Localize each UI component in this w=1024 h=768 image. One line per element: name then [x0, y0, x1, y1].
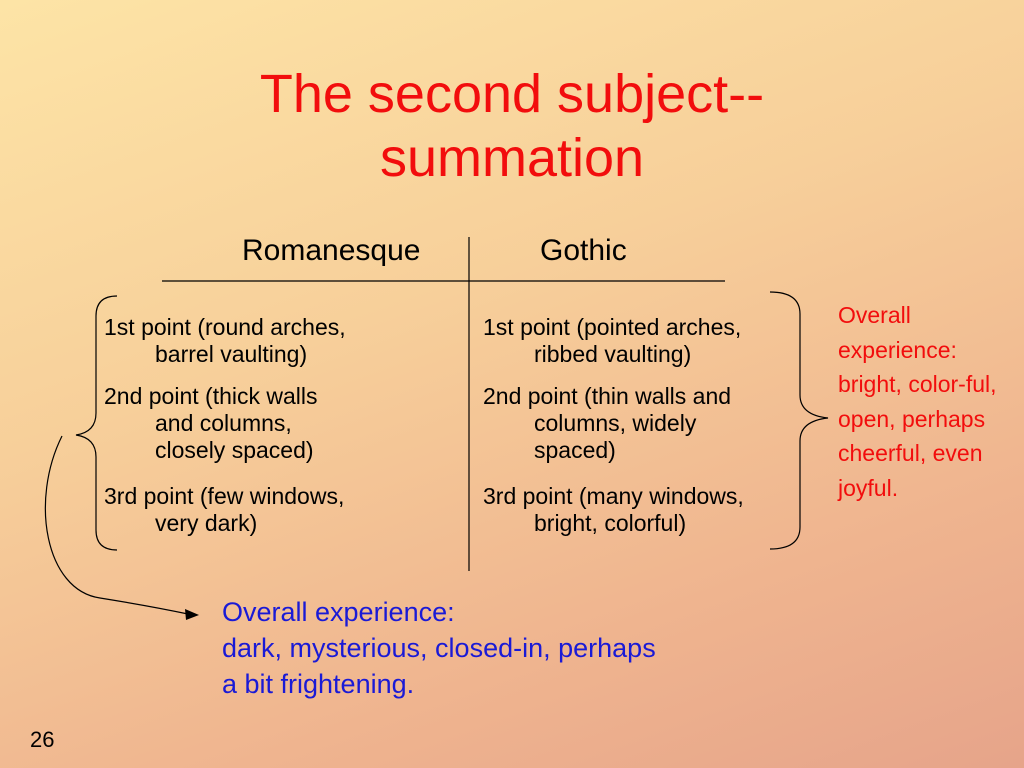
point-line: spaced): [534, 437, 616, 463]
point-line: 1st point (round arches,: [104, 314, 346, 340]
left-brace: [75, 295, 118, 551]
slide-title: The second subject-- summation: [0, 62, 1024, 190]
gothic-point-2: 2nd point (thin walls and columns, widel…: [483, 383, 731, 464]
connector-arrowhead: [185, 609, 199, 620]
point-line: 2nd point (thin walls and: [483, 383, 732, 409]
page-number: 26: [30, 727, 55, 752]
point-line: ribbed vaulting): [534, 341, 692, 367]
romanesque-point-3: 3rd point (few windows, very dark): [104, 483, 344, 537]
summary-line: a bit frightening.: [222, 669, 415, 699]
point-line: 2nd point (thick walls: [104, 383, 318, 409]
point-line: columns, widely: [534, 410, 697, 436]
point-line: very dark): [155, 510, 258, 536]
romanesque-point-1: 1st point (round arches, barrel vaulting…: [104, 314, 346, 368]
gothic-point-1: 1st point (pointed arches, ribbed vaulti…: [483, 314, 741, 368]
summary-line: dark, mysterious, closed-in, perhaps: [222, 633, 656, 663]
gothic-header: Gothic: [540, 234, 627, 267]
romanesque-point-2: 2nd point (thick walls and columns, clos…: [104, 383, 318, 464]
point-line: bright, colorful): [534, 510, 687, 536]
point-line: and columns,: [155, 410, 292, 436]
gothic-summary: Overall experience: bright, color-ful, o…: [838, 302, 997, 501]
summary-line: Overall experience:: [222, 597, 455, 627]
point-line: barrel vaulting): [155, 341, 308, 367]
point-line: closely spaced): [155, 437, 314, 463]
right-brace: [769, 291, 829, 550]
title-line-2: summation: [379, 128, 645, 188]
connector-curve: [44, 435, 189, 615]
point-line: 3rd point (many windows,: [483, 483, 744, 509]
title-line-1: The second subject--: [259, 64, 765, 124]
point-line: 3rd point (few windows,: [104, 483, 345, 509]
romanesque-header: Romanesque: [242, 234, 421, 267]
romanesque-summary: Overall experience: dark, mysterious, cl…: [222, 594, 656, 702]
gothic-point-3: 3rd point (many windows, bright, colorfu…: [483, 483, 744, 537]
point-line: 1st point (pointed arches,: [483, 314, 742, 340]
